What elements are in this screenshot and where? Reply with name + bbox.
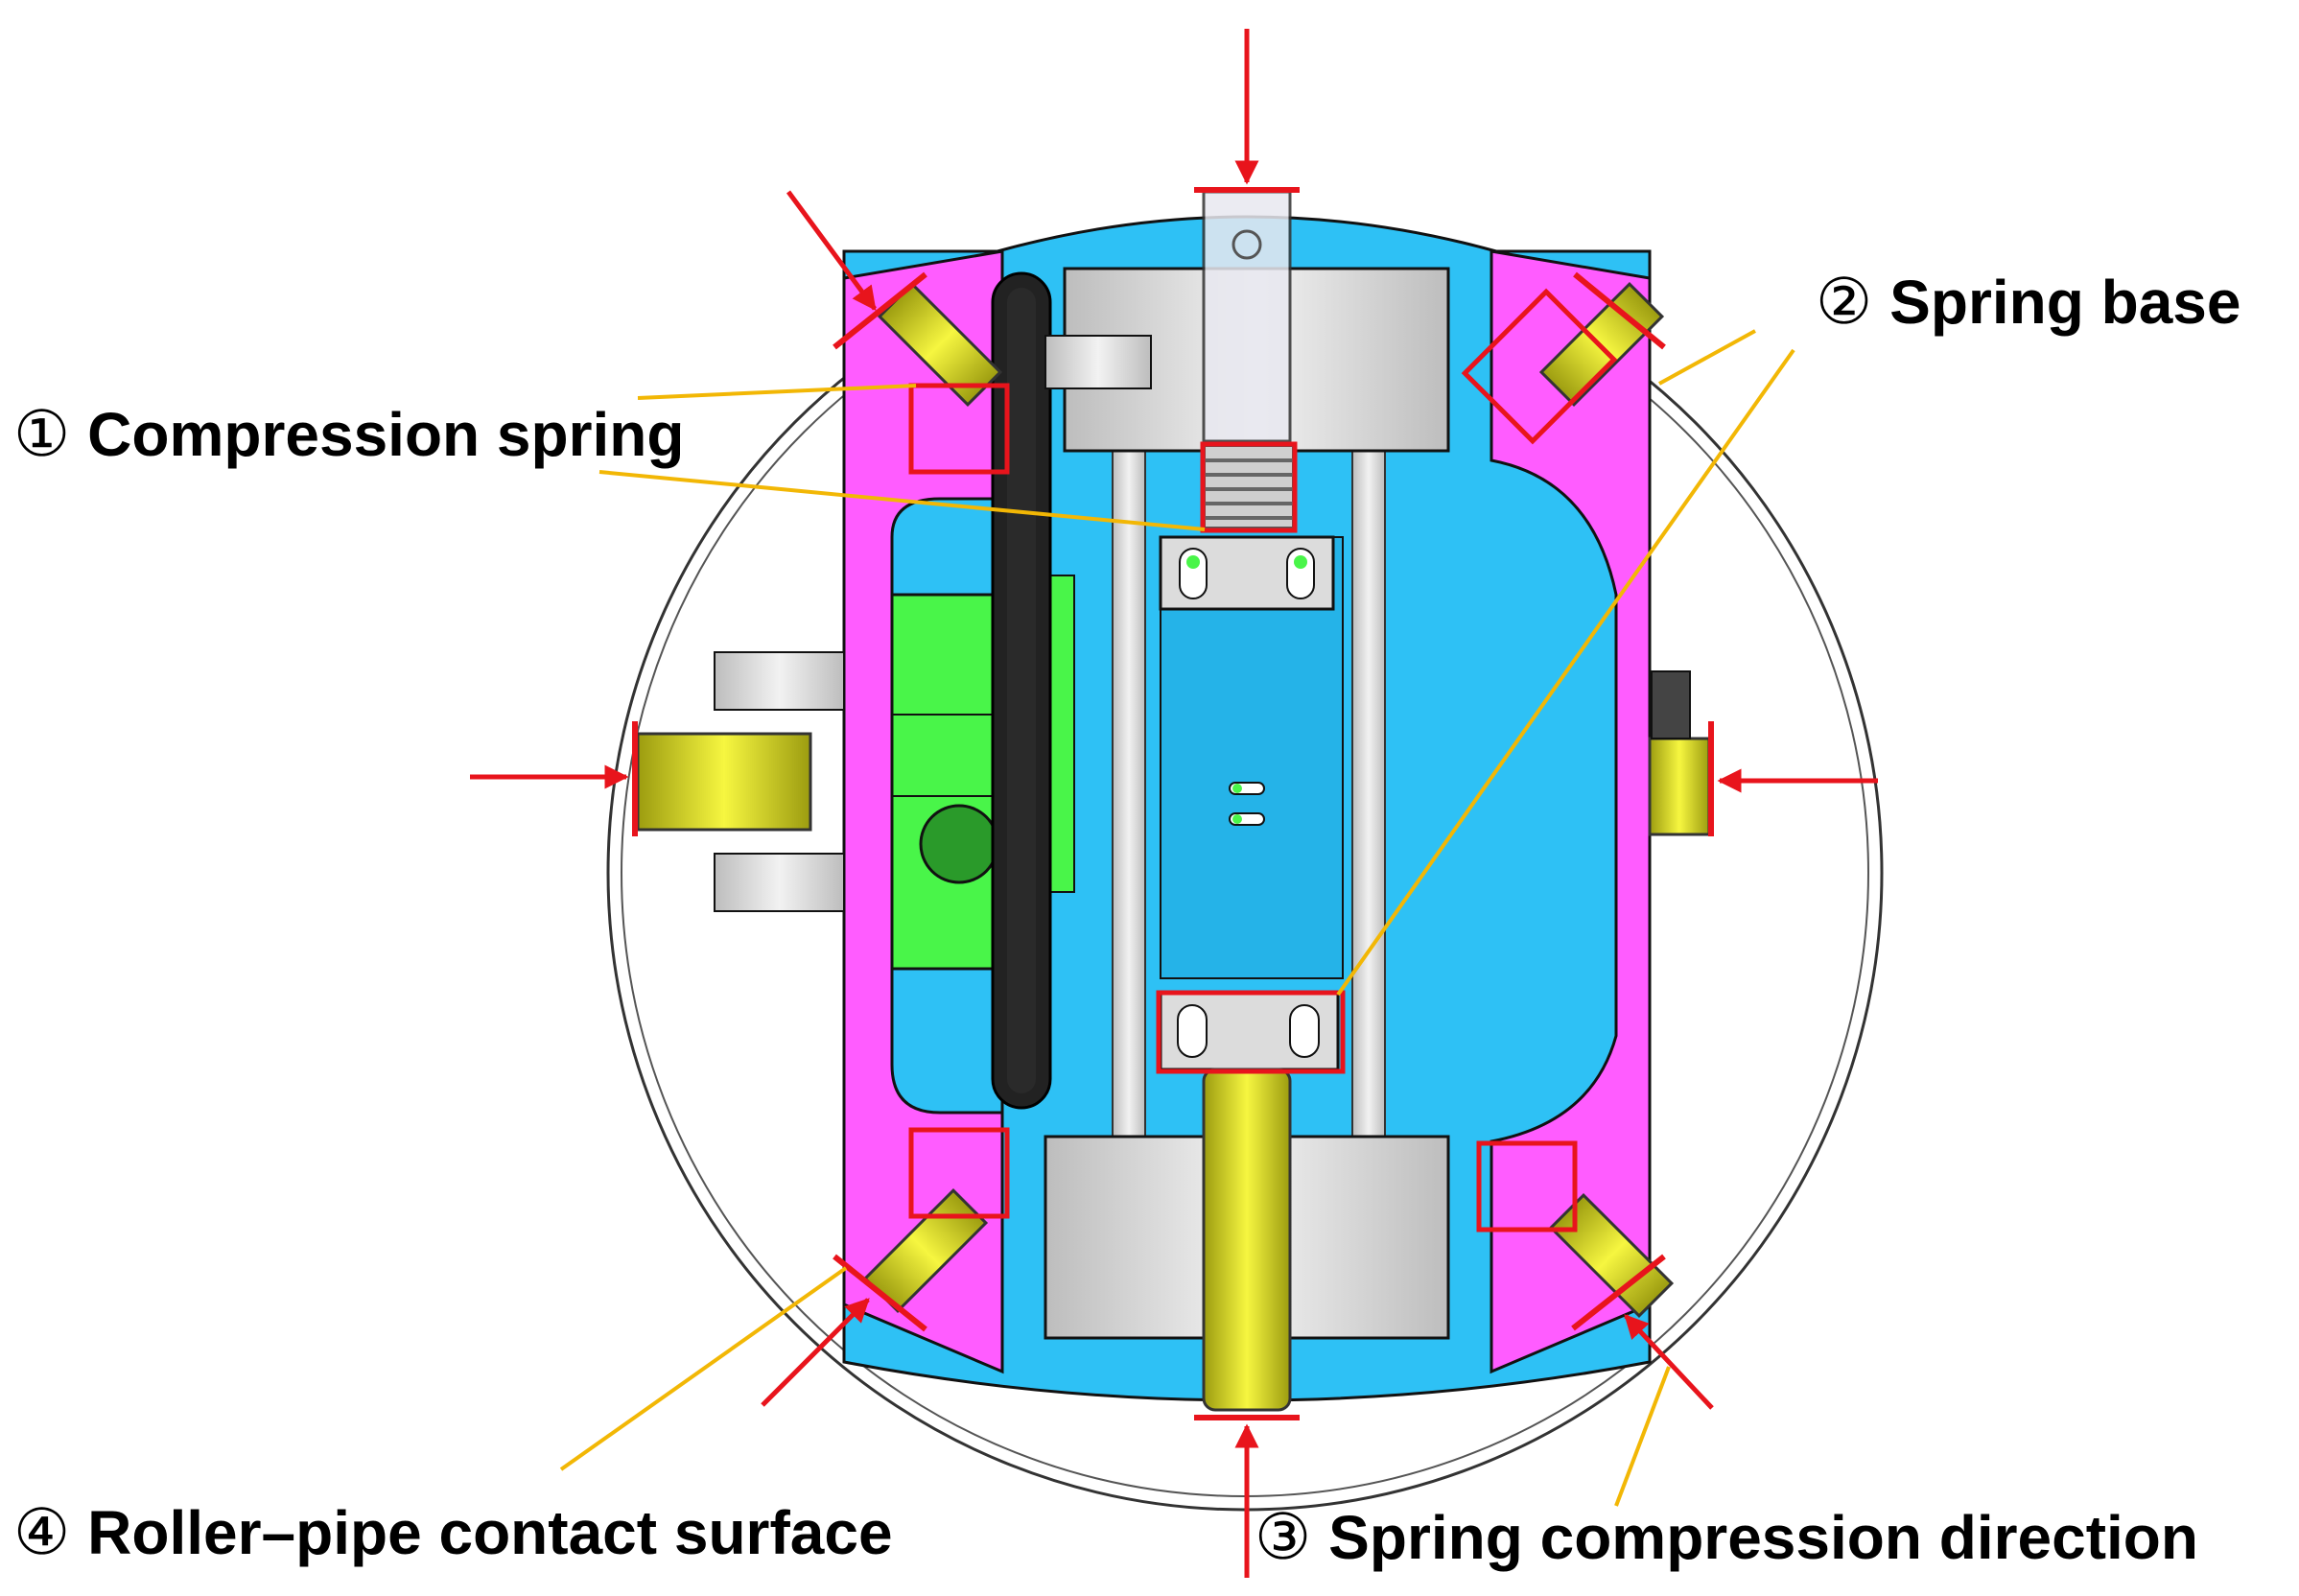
right-magenta-frame bbox=[1490, 249, 1652, 1374]
label-text: Compression spring bbox=[87, 400, 685, 469]
contact-surface-bars bbox=[632, 187, 1714, 1420]
red-box-icon bbox=[1200, 441, 1298, 533]
center-slots bbox=[1229, 782, 1265, 826]
label-text: Spring compression direction bbox=[1328, 1503, 2198, 1572]
label-text: Roller–pipe contact surface bbox=[87, 1498, 893, 1567]
top-roller-assembly bbox=[1044, 190, 1450, 453]
top-compression-spring bbox=[1204, 445, 1294, 528]
leader-lines bbox=[559, 329, 1795, 1507]
red-box-icon bbox=[908, 383, 1010, 475]
red-box-icon bbox=[1476, 1140, 1578, 1232]
guide-rods bbox=[1112, 440, 1386, 1171]
drive-belt bbox=[991, 271, 1052, 1110]
red-highlight-boxes bbox=[908, 288, 1618, 1232]
red-arrow-icon bbox=[761, 1298, 870, 1407]
bottom-right-corner-roller bbox=[1548, 1192, 1675, 1319]
label-number: ④ bbox=[13, 1495, 71, 1569]
red-box-icon bbox=[908, 1127, 1010, 1219]
red-arrow-icon bbox=[1624, 1314, 1714, 1410]
label-text: Spring base bbox=[1889, 268, 2241, 337]
lower-slot-block-spring-base bbox=[1159, 991, 1340, 1071]
force-arrows bbox=[470, 29, 1878, 1578]
right-yellow-roller bbox=[1648, 670, 1711, 836]
left-yellow-roller bbox=[636, 732, 812, 832]
red-box-icon bbox=[1461, 288, 1618, 445]
label-number: ③ bbox=[1255, 1500, 1312, 1574]
upper-slot-block bbox=[1159, 535, 1335, 611]
red-arrow-icon bbox=[786, 190, 878, 312]
red-box-icon bbox=[1156, 990, 1346, 1074]
bottom-yellow-roller bbox=[1202, 1068, 1292, 1412]
label-number: ① bbox=[13, 397, 71, 471]
label-number: ② bbox=[1816, 265, 1873, 339]
left-side-bracket bbox=[714, 651, 845, 912]
